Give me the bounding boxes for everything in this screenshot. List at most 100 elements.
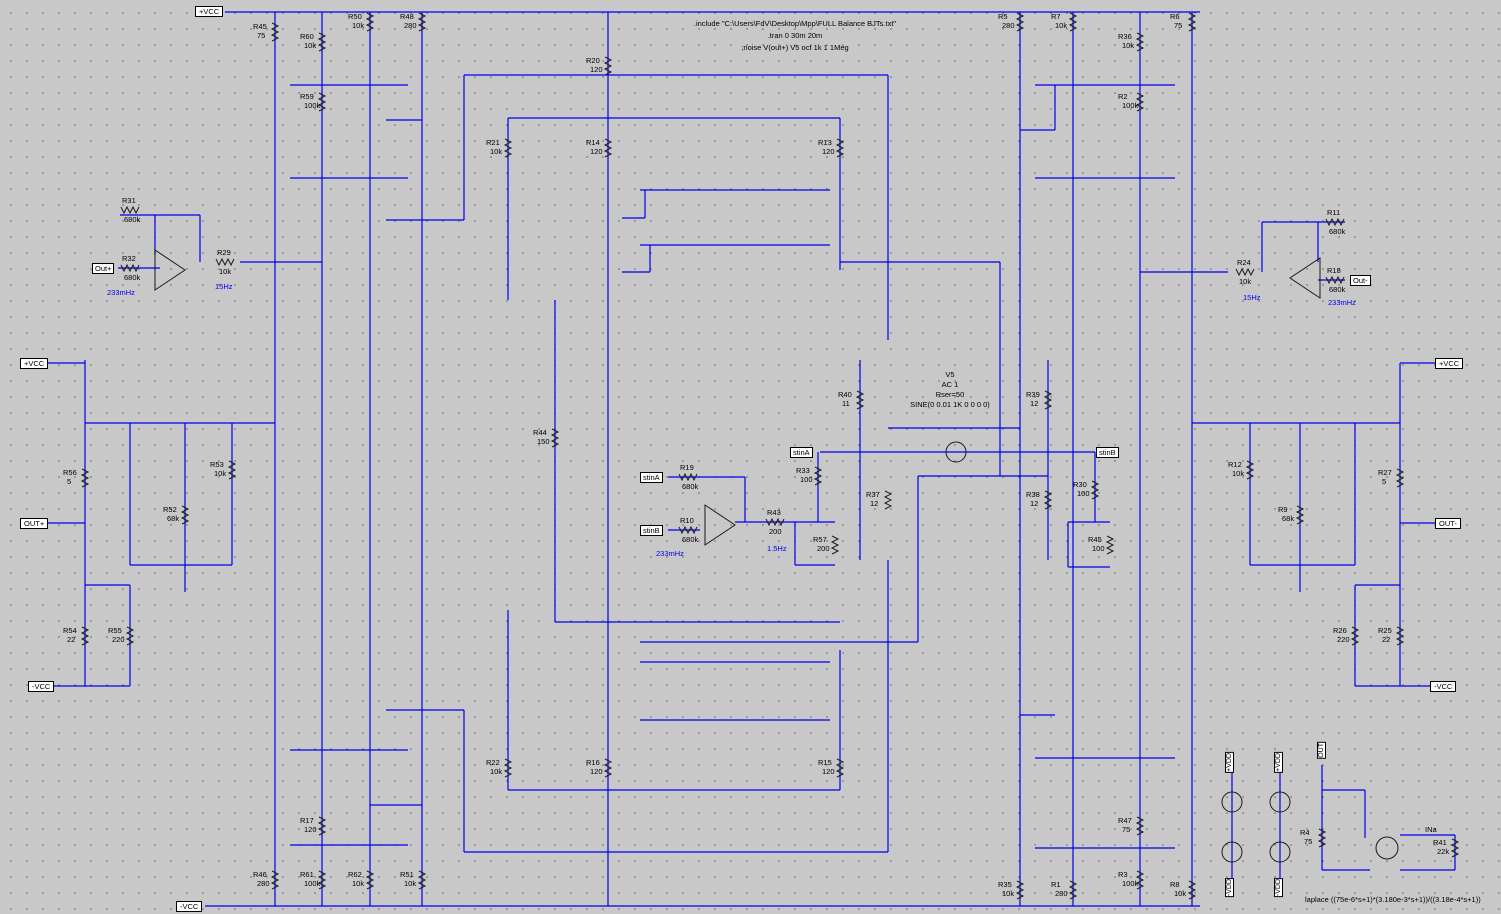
directive-block: .include "C:\Users\FdV\Desktop\Mpp\FULL … bbox=[640, 18, 950, 54]
net-vdd-1: +VDD bbox=[1225, 752, 1234, 773]
resistor-ref: R51 bbox=[400, 870, 414, 879]
resistor-value: 5 bbox=[1382, 477, 1386, 486]
net-vcc-top: +VCC bbox=[195, 6, 224, 17]
resistor-value: 10k bbox=[1122, 41, 1134, 50]
net-out-short-plus: Out+ bbox=[92, 263, 115, 274]
laplace-expression: laplace ((75e-6*s+1)*(3.180e-3*s+1))/((3… bbox=[1305, 895, 1481, 904]
resistor-value: 22k bbox=[1437, 847, 1449, 856]
resistor-value: 75 bbox=[1174, 21, 1182, 30]
resistor-ref: R32 bbox=[122, 254, 136, 263]
resistor-value: 75 bbox=[1122, 825, 1130, 834]
net-vee-bottom: -VCC bbox=[176, 901, 203, 912]
resistor-ref: R22 bbox=[486, 758, 500, 767]
resistor-value: 12 bbox=[1030, 399, 1038, 408]
net-out-short-minus: Out- bbox=[1350, 275, 1371, 286]
net-vdd-neg-2: -VDD bbox=[1274, 878, 1283, 898]
resistor-value: 12 bbox=[1030, 499, 1038, 508]
resistor-value: 10k bbox=[1232, 469, 1244, 478]
resistor-ref: R39 bbox=[1026, 390, 1040, 399]
resistor-value: 120 bbox=[822, 767, 835, 776]
resistor-ref: R25 bbox=[1378, 626, 1392, 635]
resistor-value: 120 bbox=[590, 147, 603, 156]
v5-label: V5 AC 1 Rser=50 SINE(0 0.01 1K 0 0 0 0) bbox=[900, 370, 1000, 410]
note-f2: 15Hz bbox=[215, 282, 233, 291]
resistor-value: 120 bbox=[822, 147, 835, 156]
resistor-ref: R53 bbox=[210, 460, 224, 469]
resistor-value: 150 bbox=[537, 437, 550, 446]
net-stina-left: stinA bbox=[640, 472, 663, 483]
right-stage-wires bbox=[1019, 12, 1400, 906]
resistor-value: 10k bbox=[352, 879, 364, 888]
resistor-ref: R52 bbox=[163, 505, 177, 514]
directive-include: .include "C:\Users\FdV\Desktop\Mpp\FULL … bbox=[693, 19, 897, 28]
resistor-value: 200 bbox=[817, 544, 830, 553]
resistor-ref: R14 bbox=[586, 138, 600, 147]
resistor-value: 5 bbox=[67, 477, 71, 486]
resistor-ref: R60 bbox=[300, 32, 314, 41]
resistor-value: 10k bbox=[490, 767, 502, 776]
resistor-value: 680k bbox=[124, 273, 141, 282]
resistor-ref: R43 bbox=[767, 508, 781, 517]
resistor-value: 10k bbox=[1174, 889, 1186, 898]
resistor-value: 75 bbox=[257, 31, 265, 40]
resistor-ref: R46 bbox=[253, 870, 267, 879]
resistor-ref: R62 bbox=[348, 870, 362, 879]
resistor-ref: R24 bbox=[1237, 258, 1251, 267]
resistor-ref: R59 bbox=[300, 92, 314, 101]
resistor-ref: R54 bbox=[63, 626, 77, 635]
resistor-ref: R44 bbox=[533, 428, 547, 437]
resistor-ref: R40 bbox=[838, 390, 852, 399]
resistor-value: 680k bbox=[1329, 285, 1346, 294]
resistor-ref: R61 bbox=[300, 870, 314, 879]
directive-tran: .tran 0 30m 20m bbox=[767, 31, 823, 40]
resistor-ref: R47 bbox=[1118, 816, 1132, 825]
resistor-ref: R17 bbox=[300, 816, 314, 825]
resistor-value: 68k bbox=[1282, 514, 1294, 523]
resistor-value: 220 bbox=[112, 635, 125, 644]
resistor-ref: R15 bbox=[818, 758, 832, 767]
resistor-value: 11 bbox=[842, 399, 850, 408]
resistor-ref: R9 bbox=[1278, 505, 1288, 514]
resistor-value: 68k bbox=[167, 514, 179, 523]
resistor-value: 10k bbox=[352, 21, 364, 30]
resistor-value: 680k bbox=[124, 215, 141, 224]
resistor-ref: R8 bbox=[1170, 880, 1180, 889]
resistor-ref: R7 bbox=[1051, 12, 1061, 21]
resistor-value: 100k bbox=[304, 101, 321, 110]
resistor-ref: R37 bbox=[866, 490, 880, 499]
resistor-value: 100k bbox=[1122, 101, 1139, 110]
resistor-ref: R48 bbox=[400, 12, 414, 21]
v5-ac: AC 1 bbox=[941, 380, 959, 389]
note-f6: 233mHz bbox=[656, 549, 684, 558]
resistor-value: 680k bbox=[682, 482, 699, 491]
resistor-ref: R30 bbox=[1073, 480, 1087, 489]
net-stinb-left: stinB bbox=[640, 525, 663, 536]
resistor-value: 680k bbox=[682, 535, 699, 544]
resistor-value: 280 bbox=[257, 879, 270, 888]
resistor-ref: R1 bbox=[1051, 880, 1061, 889]
resistor-r32: R32 680k bbox=[120, 254, 141, 282]
